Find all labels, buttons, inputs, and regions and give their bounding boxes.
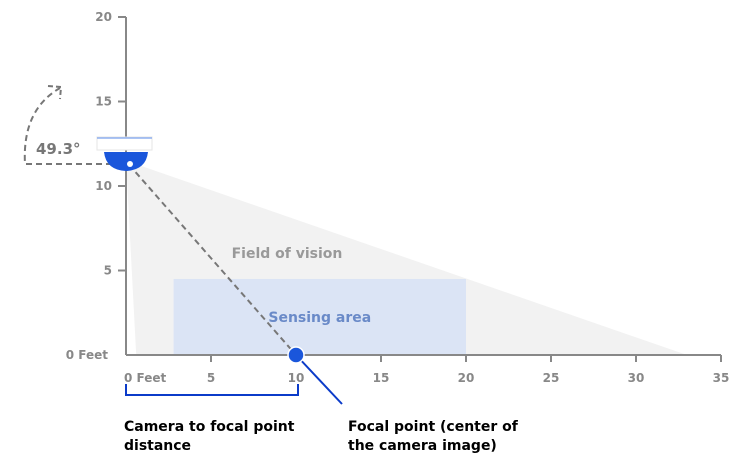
tilt-angle-label: 49.3° xyxy=(36,140,81,158)
x-tick-label: 20 xyxy=(458,371,475,385)
distance-bracket xyxy=(125,384,299,396)
sensing-area-label: Sensing area xyxy=(268,310,371,326)
y-tick-label: 5 xyxy=(104,264,112,278)
field-of-vision-label: Field of vision xyxy=(232,246,343,262)
x-tick-label: 35 xyxy=(713,371,730,385)
y-origin-label: 0 Feet xyxy=(66,348,109,362)
y-tick-label: 15 xyxy=(95,95,112,109)
angle-arc xyxy=(23,87,112,165)
y-tick-label: 10 xyxy=(95,179,112,193)
x-tick-label: 15 xyxy=(373,371,390,385)
x-tick-label: 30 xyxy=(628,371,645,385)
camera-lens-icon xyxy=(127,161,133,167)
x-tick-label: 10 xyxy=(288,371,305,385)
camera-mount xyxy=(96,136,153,151)
x-tick-label: 25 xyxy=(543,371,560,385)
y-tick-label: 20 xyxy=(95,10,112,24)
focal-point-caption: Focal point (center of the camera image) xyxy=(348,419,518,454)
sensing-area xyxy=(173,278,466,355)
x-tick-label: 5 xyxy=(207,371,215,385)
sight-line xyxy=(128,163,297,356)
camera-icon xyxy=(104,152,148,171)
focal-pointer-line xyxy=(295,354,343,405)
focal-point-marker xyxy=(287,346,305,364)
camera-distance-caption: Camera to focal point distance xyxy=(124,419,295,454)
arrow-head-icon xyxy=(47,85,63,100)
x-origin-label: 0 Feet xyxy=(124,371,167,385)
